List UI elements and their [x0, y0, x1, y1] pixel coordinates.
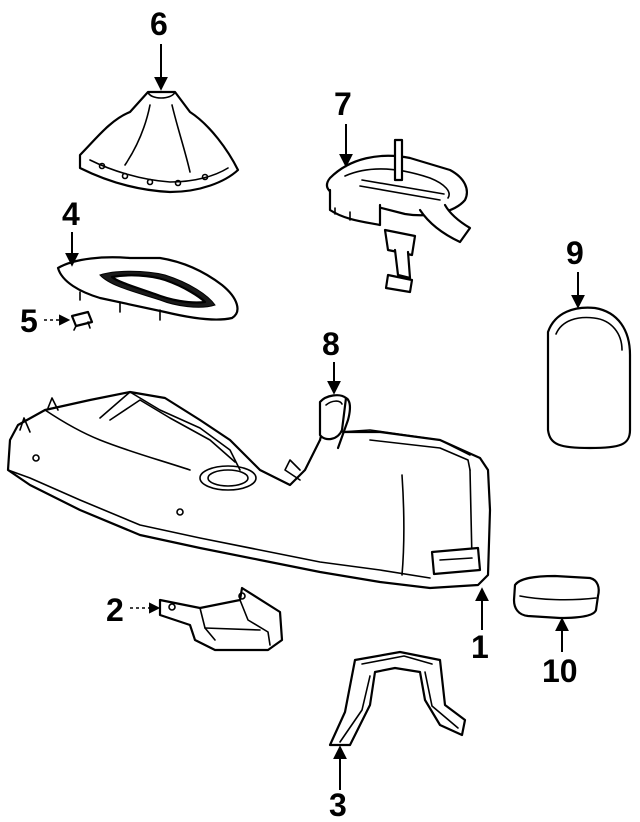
- callout-label-8: 8: [322, 326, 340, 362]
- callout-7: 7: [334, 86, 353, 168]
- shift-seal[interactable]: [318, 394, 348, 441]
- storage-pocket[interactable]: [512, 574, 600, 620]
- callout-8: 8: [322, 326, 341, 395]
- callout-label-10: 10: [542, 653, 578, 689]
- callout-label-5: 5: [20, 303, 38, 339]
- shifter-assembly[interactable]: [325, 138, 472, 294]
- callout-label-1: 1: [471, 629, 489, 665]
- callout-10: 10: [542, 617, 578, 689]
- center-console[interactable]: [6, 390, 492, 590]
- callout-2: 2: [106, 592, 161, 628]
- callout-label-4: 4: [62, 196, 80, 232]
- shift-bezel[interactable]: [56, 256, 239, 321]
- callout-label-3: 3: [329, 787, 347, 822]
- shift-boot[interactable]: [78, 90, 240, 194]
- callout-1: 1: [471, 587, 489, 665]
- callout-9: 9: [566, 235, 585, 309]
- clip[interactable]: [70, 310, 94, 331]
- callout-label-2: 2: [106, 592, 124, 628]
- callout-label-7: 7: [334, 86, 352, 122]
- callout-6: 6: [150, 6, 168, 91]
- callout-label-6: 6: [150, 6, 168, 42]
- rear-bracket[interactable]: [328, 650, 467, 747]
- callout-3: 3: [329, 745, 347, 822]
- armrest-pad[interactable]: [546, 306, 632, 450]
- callout-5: 5: [20, 303, 71, 339]
- callout-4: 4: [62, 196, 80, 267]
- front-bracket[interactable]: [158, 586, 284, 652]
- callout-label-9: 9: [566, 235, 584, 271]
